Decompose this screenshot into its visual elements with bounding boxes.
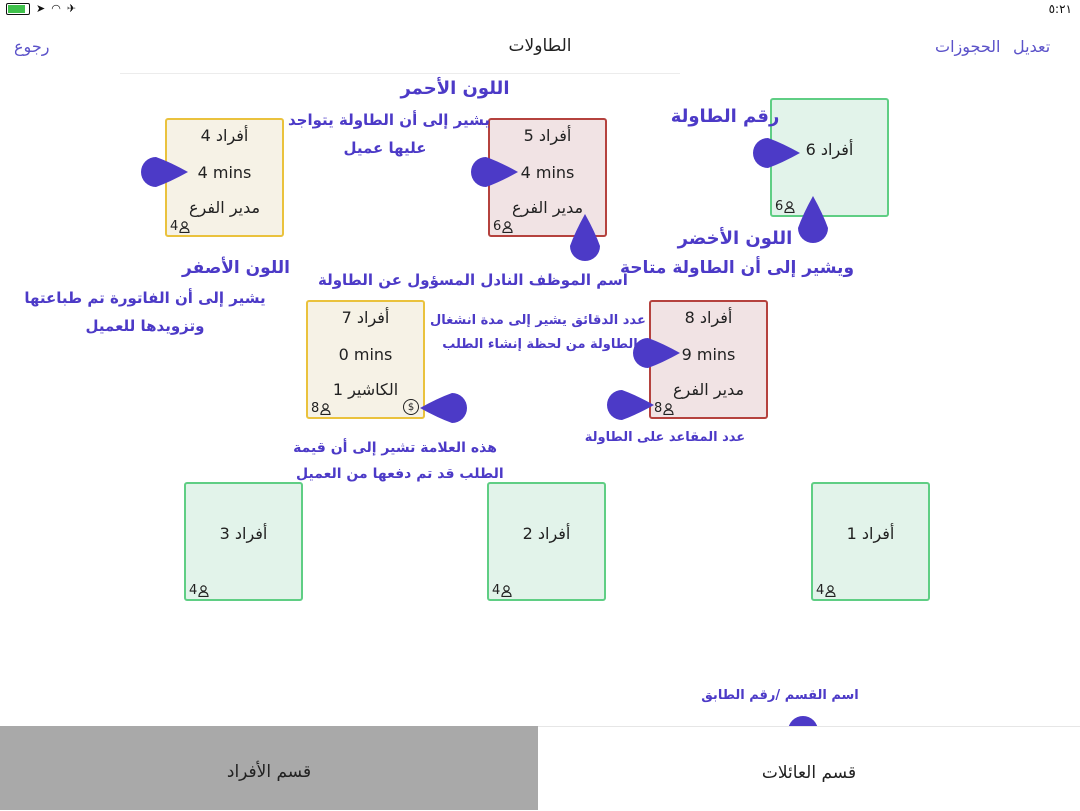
annotation-pin-icon [753, 138, 800, 168]
annotation-table-number: رقم الطاولة [670, 106, 780, 127]
table-card-1[interactable]: أفراد 1 4 [811, 482, 930, 601]
person-icon [320, 402, 331, 415]
annotation-pin-icon [141, 157, 188, 187]
back-button[interactable]: رجوع [14, 37, 50, 56]
annotation-minutes-2: الطاولة من لحظة إنشاء الطلب [442, 337, 638, 352]
annotation-yellow-desc-2: وتزويدها للعميل [85, 317, 205, 335]
location-icon: ➤ [36, 2, 46, 15]
table-seats: 4 [170, 219, 190, 234]
annotation-pin-icon [607, 390, 654, 420]
annotation-pin-icon [798, 196, 828, 243]
table-title: أفراد 2 [522, 524, 571, 543]
annotation-paid-1: هذه العلامة تشير إلى أن قيمة [293, 440, 497, 456]
airplane-icon: ✈ [66, 2, 77, 15]
table-card-2[interactable]: أفراد 2 4 [487, 482, 606, 601]
table-title: أفراد 5 [523, 126, 572, 145]
annotation-green-title: اللون الأخضر [677, 228, 793, 249]
nav-divider [120, 73, 680, 74]
edit-button[interactable]: تعديل [1013, 37, 1051, 56]
table-waiter: مدير الفرع [188, 198, 261, 217]
annotation-pin-icon [420, 393, 467, 423]
annotation-pin-icon [471, 157, 518, 187]
annotation-waiter-name: اسم الموظف النادل المسؤول عن الطاولة [318, 271, 628, 289]
person-icon [179, 220, 190, 233]
annotation-pin-icon [570, 214, 600, 261]
table-waiter: مدير الفرع [511, 198, 584, 217]
person-icon [501, 584, 512, 597]
table-title: أفراد 3 [219, 524, 268, 543]
annotation-red-title: اللون الأحمر [400, 78, 510, 99]
table-seats: 4 [492, 583, 512, 598]
table-minutes: 9 mins [681, 345, 736, 364]
table-seats: 4 [189, 583, 209, 598]
person-icon [784, 200, 795, 213]
table-title: أفراد 4 [200, 126, 249, 145]
annotation-minutes-1: عدد الدقائق يشير إلى مدة انشغال [430, 313, 646, 328]
table-minutes: 0 mins [338, 345, 393, 364]
person-icon [825, 584, 836, 597]
annotation-seats: عدد المقاعد على الطاولة [584, 430, 746, 445]
tab-individuals-section[interactable]: قسم الأفراد [0, 726, 538, 810]
tab-families-section[interactable]: قسم العائلات [538, 726, 1080, 811]
table-seats: 6 [493, 219, 513, 234]
table-seats: 8 [311, 401, 331, 416]
annotation-red-desc-2: عليها عميل [343, 139, 427, 157]
annotation-pin-icon [633, 338, 680, 368]
table-seats: 4 [816, 583, 836, 598]
paid-dollar-icon: $ [403, 399, 419, 415]
annotation-yellow-desc-1: يشير إلى أن الفاتورة تم طباعتها [24, 289, 266, 307]
status-icons: ➤ ◠ ✈ [6, 2, 76, 15]
table-title: أفراد 6 [805, 140, 854, 159]
annotation-yellow-title: اللون الأصفر [182, 258, 290, 278]
page-title: الطاولات [508, 36, 572, 56]
table-waiter: مدير الفرع [672, 380, 745, 399]
status-time: ٥:٢١ [1048, 2, 1072, 16]
table-minutes: 4 mins [520, 163, 575, 182]
table-minutes: 4 mins [197, 163, 252, 182]
annotation-green-desc: ويشير إلى أن الطاولة متاحة [620, 258, 855, 278]
battery-icon [6, 2, 30, 15]
table-seats: 6 [775, 199, 795, 214]
wifi-icon: ◠ [51, 2, 61, 15]
person-icon [502, 220, 513, 233]
person-icon [198, 584, 209, 597]
table-card-7[interactable]: أفراد 7 0 mins الكاشير 1 8 $ [306, 300, 425, 419]
table-title: أفراد 1 [846, 524, 895, 543]
status-bar: ➤ ◠ ✈ ٥:٢١ [0, 0, 1080, 18]
person-icon [663, 402, 674, 415]
table-card-4[interactable]: أفراد 4 4 mins مدير الفرع 4 [165, 118, 284, 237]
table-waiter: الكاشير 1 [332, 380, 399, 399]
reservations-button[interactable]: الحجوزات [935, 37, 1001, 56]
annotation-section: اسم القسم /رقم الطابق [701, 688, 859, 703]
table-title: أفراد 8 [684, 308, 733, 327]
table-title: أفراد 7 [341, 308, 390, 327]
nav-bar: الطاولات رجوع الحجوزات تعديل [0, 20, 1080, 74]
annotation-paid-2: الطلب قد تم دفعها من العميل [296, 466, 504, 482]
annotation-red-desc-1: يشير إلى أن الطاولة يتواجد [288, 111, 490, 129]
table-seats: 8 [654, 401, 674, 416]
table-card-3[interactable]: أفراد 3 4 [184, 482, 303, 601]
